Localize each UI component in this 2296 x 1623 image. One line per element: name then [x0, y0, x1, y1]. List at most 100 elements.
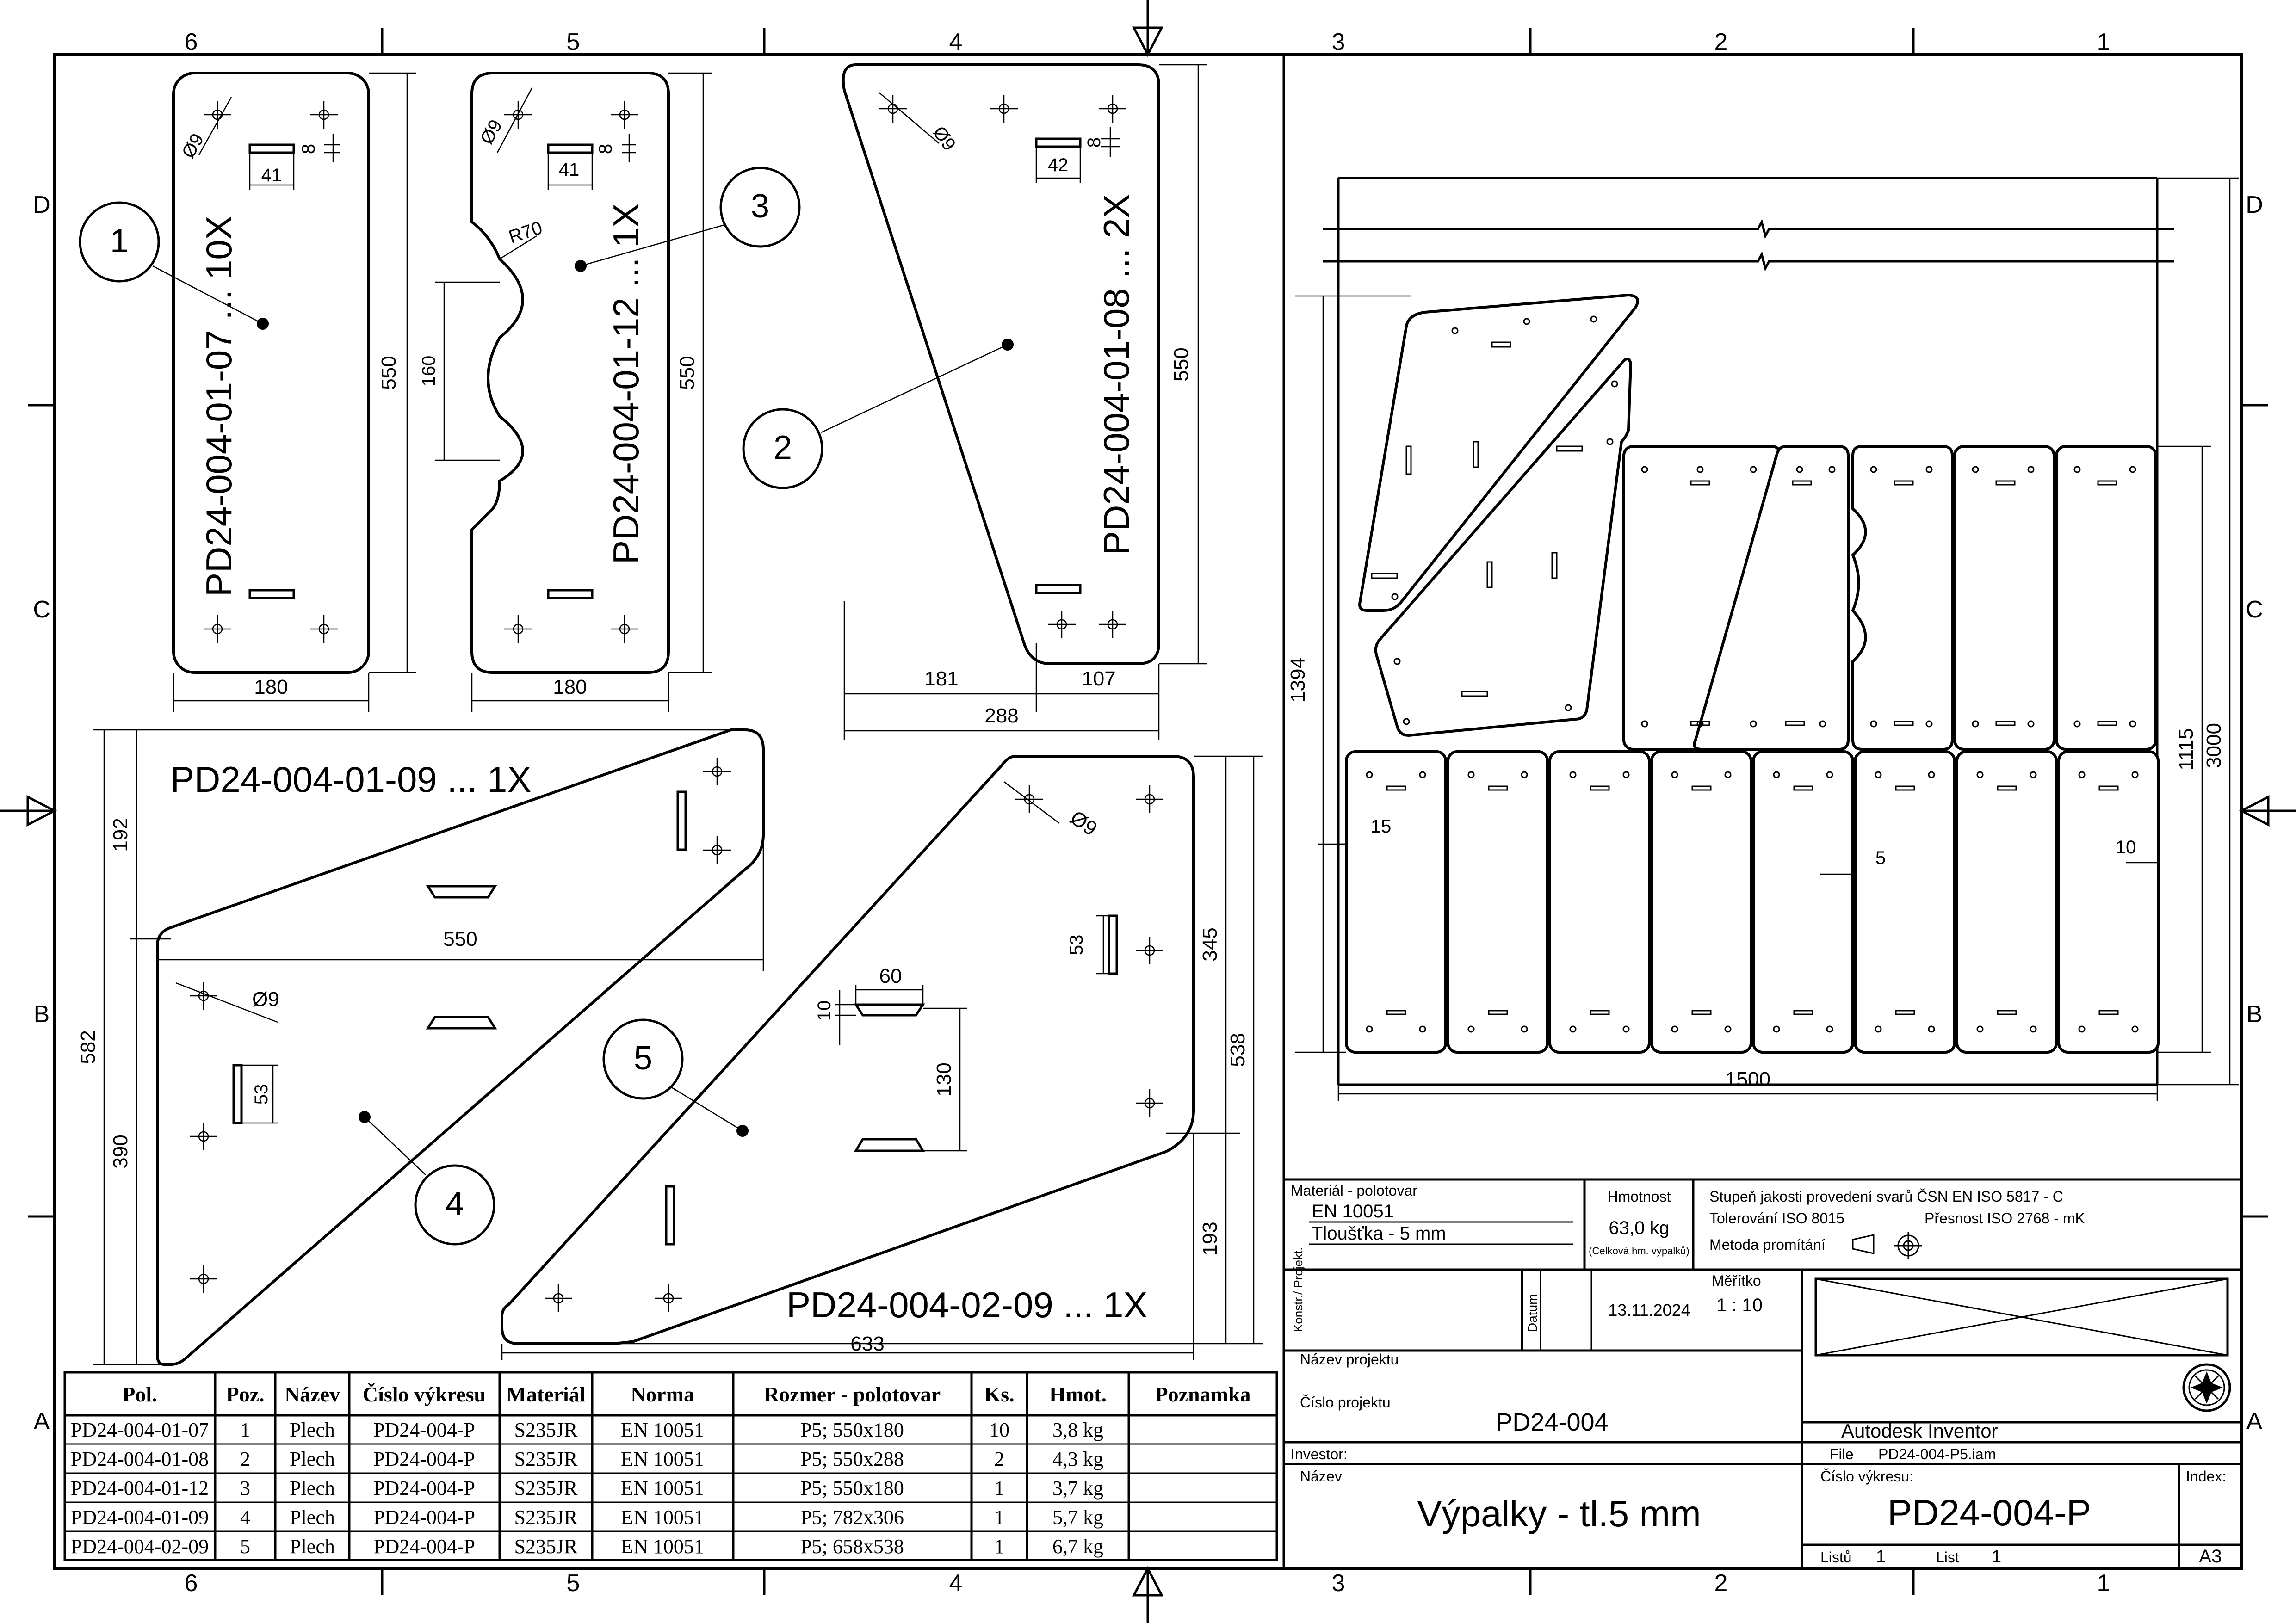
nesting-height-dim: 3000 — [2203, 723, 2225, 768]
part-4-top-dim: 192 — [109, 818, 132, 852]
bom-header-material: Materiál — [506, 1382, 585, 1406]
bom-cell: 3 — [240, 1477, 250, 1500]
table-row: PD24-004-01-07 1 Plech PD24-004-P S235JR… — [71, 1419, 1103, 1441]
zone-row-left: C — [33, 596, 50, 623]
drawing-number-value: PD24-004-P — [1888, 1492, 2091, 1533]
accuracy-standard: Přesnost ISO 2768 - mK — [1925, 1210, 2085, 1227]
part-5-slot-dim: 53 — [1066, 935, 1087, 956]
zone-row-right: B — [2246, 1001, 2263, 1028]
part-5-slot-width: 60 — [879, 965, 902, 987]
bom-header-nazev: Název — [285, 1382, 340, 1406]
bom-header-poznamka: Poznamka — [1155, 1382, 1251, 1406]
zone-col-bottom: 6 — [185, 1570, 198, 1597]
bom-header-rozmer: Rozmer - polotovar — [764, 1382, 941, 1406]
scale-value: 1 : 10 — [1716, 1295, 1763, 1315]
bom-cell: 4 — [240, 1506, 250, 1529]
part-4-height-dim: 582 — [77, 1030, 99, 1064]
bom-cell: PD24-004-P — [373, 1477, 475, 1500]
sheets-count-label: Listů — [1820, 1549, 1852, 1566]
nesting-left-dim: 1394 — [1287, 657, 1309, 703]
bom-cell: PD24-004-01-07 — [71, 1419, 209, 1441]
part-1-label: PD24-004-01-07 ... 10X — [198, 216, 239, 597]
bom-cell: PD24-004-01-12 — [71, 1477, 209, 1500]
part-2-slot-height: 8 — [1084, 137, 1104, 148]
part-1-slot-width: 41 — [261, 165, 282, 185]
name-label: Název — [1300, 1468, 1342, 1485]
zone-col-bottom: 5 — [567, 1570, 580, 1597]
weld-quality: Stupeň jakosti provedení svarů ČSN EN IS… — [1709, 1188, 2063, 1205]
part-4-bottom-dim: 390 — [109, 1135, 132, 1168]
bom-header-poz: Poz. — [226, 1382, 264, 1406]
bom-header-hmot: Hmot. — [1049, 1382, 1107, 1406]
date-value: 13.11.2024 — [1608, 1301, 1690, 1320]
part-4-view: 4 PD24-004-01-09 ... 1X Ø9 53 192 550 39… — [77, 728, 765, 1366]
bom-cell: 3,8 kg — [1052, 1419, 1103, 1441]
part-5-label: PD24-004-02-09 ... 1X — [786, 1284, 1147, 1325]
bom-cell: 5,7 kg — [1052, 1506, 1103, 1529]
zone-col-top: 2 — [1714, 29, 1728, 56]
bom-cell: EN 10051 — [621, 1419, 704, 1441]
bom-cell: Plech — [290, 1477, 335, 1500]
part-5-slot-gap: 130 — [933, 1062, 955, 1096]
zone-row-right: C — [2246, 596, 2263, 623]
zone-col-bottom: 4 — [949, 1570, 963, 1597]
balloon-4: 4 — [446, 1185, 464, 1222]
part-5-view: 5 PD24-004-02-09 ... 1X Ø9 60 10 130 53 … — [501, 755, 1263, 1360]
zone-col-bottom: 1 — [2097, 1570, 2110, 1597]
title-block: Materiál - polotovar EN 10051 Tloušťka -… — [1282, 1178, 2241, 1568]
part-3-width-dim: 180 — [553, 676, 587, 698]
part-3-view: 3 PD24-004-01-12 ... 1X Ø9 41 8 R70 160 … — [419, 72, 801, 712]
bom-cell: P5; 782x306 — [800, 1506, 904, 1529]
part-2-label: PD24-004-01-08 ... 2X — [1096, 194, 1137, 555]
zone-row-left: D — [33, 191, 50, 218]
drawing-title: Výpalky - tl.5 mm — [1417, 1493, 1701, 1534]
bom-cell: 4,3 kg — [1052, 1448, 1103, 1470]
bom-cell: 5 — [240, 1535, 250, 1558]
project-name-label: Název projektu — [1300, 1351, 1399, 1368]
part-2-width-dim: 288 — [984, 704, 1018, 727]
material-label: Materiál - polotovar — [1291, 1182, 1417, 1199]
zone-col-bottom: 2 — [1714, 1570, 1728, 1597]
bom-cell: PD24-004-P — [373, 1448, 475, 1470]
sheet-value: 1 — [1992, 1547, 2001, 1567]
part-5-height-dim: 538 — [1226, 1033, 1249, 1067]
part-1-view: 1 PD24-004-01-07 ... 10X Ø9 41 8 550 180 — [79, 72, 416, 712]
bom-cell: S235JR — [514, 1448, 578, 1470]
bom-cell: 3,7 kg — [1052, 1477, 1103, 1500]
bom-cell: S235JR — [514, 1506, 578, 1529]
nesting-right-gap: 10 — [2116, 837, 2136, 858]
table-row: PD24-004-01-08 2 Plech PD24-004-P S235JR… — [71, 1448, 1103, 1470]
bom-cell: 6,7 kg — [1052, 1535, 1103, 1558]
bom-header-pol: Pol. — [122, 1382, 157, 1406]
part-2-right-dim: 107 — [1082, 667, 1115, 690]
bom-cell: S235JR — [514, 1419, 578, 1441]
bom-cell: 10 — [989, 1419, 1009, 1441]
bom-cell: Plech — [290, 1506, 335, 1529]
date-label: Datum — [1525, 1294, 1540, 1332]
bom-cell: 2 — [994, 1448, 1004, 1470]
project-number-label: Číslo projektu — [1300, 1394, 1391, 1411]
bom-cell: PD24-004-01-08 — [71, 1448, 209, 1470]
part-3-label: PD24-004-01-12 ... 1X — [606, 204, 646, 564]
balloon-5: 5 — [634, 1040, 652, 1077]
file-value: PD24-004-P5.iam — [1878, 1446, 1996, 1463]
file-label: File — [1830, 1446, 1854, 1463]
bom-cell: EN 10051 — [621, 1448, 704, 1470]
zone-row-left: B — [34, 1001, 50, 1028]
bom-cell: 1 — [994, 1506, 1004, 1529]
zone-col-top: 1 — [2097, 29, 2110, 56]
balloon-1: 1 — [110, 222, 129, 259]
zone-row-right: A — [2246, 1408, 2263, 1435]
bom-cell: 1 — [240, 1419, 250, 1441]
projection-method: Metoda promítání — [1709, 1236, 1826, 1253]
zone-row-left: A — [34, 1408, 50, 1435]
nesting-layout-view: 1500 1394 1115 3000 15 5 10 — [1287, 177, 2239, 1101]
part-3-notch-dim: 160 — [419, 356, 439, 387]
part-3-slot-height: 8 — [595, 144, 616, 154]
part-2-view: 2 PD24-004-01-08 ... 2X Ø9 42 8 550 181 … — [742, 63, 1207, 740]
part-5-width-dim: 633 — [850, 1333, 884, 1355]
scale-label: Měřítko — [1712, 1272, 1761, 1289]
index-label: Index: — [2186, 1468, 2226, 1485]
balloon-3: 3 — [751, 188, 769, 225]
